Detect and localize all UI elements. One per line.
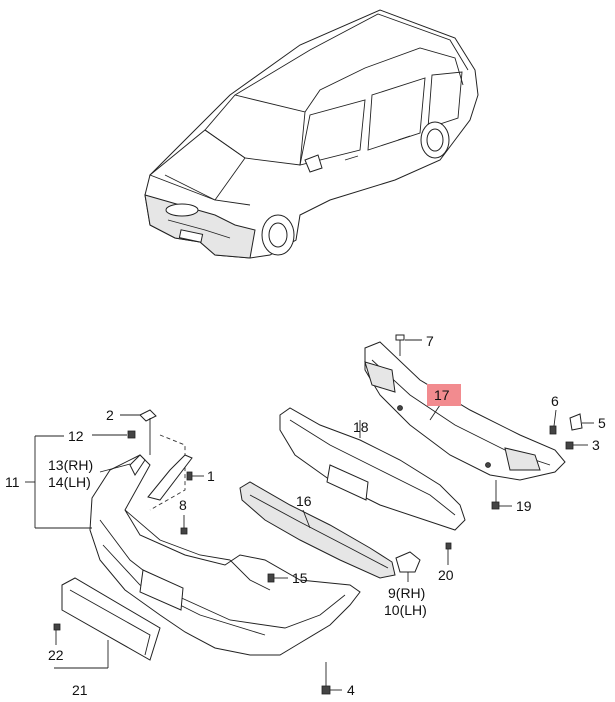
callout-7: 7 <box>426 333 434 349</box>
callout-10: 10(LH) <box>384 602 427 618</box>
front-bumper-cover <box>89 434 361 656</box>
callout-12: 12 <box>68 428 84 444</box>
callout-2: 2 <box>106 407 114 423</box>
bumper-beam <box>364 341 566 481</box>
callout-9: 9(RH) <box>388 585 425 601</box>
callout-5: 5 <box>598 415 606 431</box>
vehicle-illustration <box>144 9 479 259</box>
callout-1: 1 <box>207 468 215 484</box>
callout-11: 11 <box>5 474 20 490</box>
callout-6: 6 <box>551 393 559 409</box>
callout-21: 21 <box>72 682 88 698</box>
license-plate-bracket <box>61 577 161 661</box>
callout-17-highlight <box>427 384 461 406</box>
callout-15: 15 <box>292 570 308 586</box>
callout-14: 14(LH) <box>48 474 91 490</box>
callout-18: 18 <box>353 419 369 435</box>
fasteners <box>53 334 583 695</box>
callout-4: 4 <box>347 682 355 698</box>
lower-grille <box>239 481 421 579</box>
side-bracket <box>129 454 193 501</box>
energy-absorber <box>279 407 466 531</box>
callout-3: 3 <box>592 437 600 453</box>
callout-22: 22 <box>48 647 64 663</box>
callout-17: 17 <box>434 387 450 403</box>
callout-20: 20 <box>438 567 454 583</box>
callout-labels: 7 17 6 5 3 2 12 18 13(RH) 14(LH) 11 1 16… <box>5 333 606 698</box>
callout-16: 16 <box>296 493 312 509</box>
callout-13: 13(RH) <box>48 457 93 473</box>
callout-19: 19 <box>516 498 532 514</box>
callout-8: 8 <box>179 497 187 513</box>
leader-lines <box>25 339 594 691</box>
